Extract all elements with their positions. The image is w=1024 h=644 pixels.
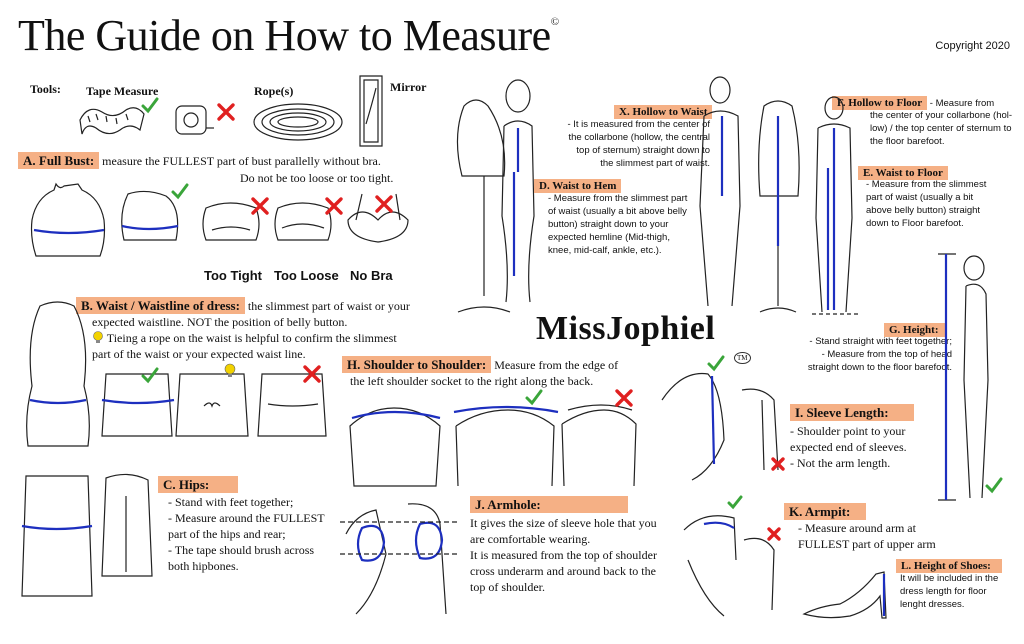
rope-icon bbox=[253, 103, 343, 141]
waist-hem-title: D. Waist to Hem bbox=[534, 179, 622, 193]
mirror-label: Mirror bbox=[390, 80, 427, 94]
cross-icon bbox=[217, 103, 235, 121]
cross-icon bbox=[251, 197, 269, 215]
shoes-heading: L. Height of Shoes: bbox=[896, 556, 1002, 574]
check-icon bbox=[141, 367, 159, 384]
waist-note-1: expected waistline. NOT the position of … bbox=[92, 315, 348, 329]
check-icon bbox=[141, 97, 159, 114]
armpit-figures bbox=[683, 515, 775, 617]
full-bust-heading: A. Full Bust: measure the FULLEST part o… bbox=[18, 152, 381, 169]
check-icon bbox=[707, 355, 725, 372]
hollow-floor-title: F. Hollow to Floor bbox=[832, 96, 928, 110]
sleeve-title: I. Sleeve Length: bbox=[790, 404, 914, 421]
waist-heading: B. Waist / Waistline of dress: the slimm… bbox=[76, 297, 410, 314]
front-body-figures bbox=[699, 76, 800, 313]
shoulder-title: H. Shoulder to Shoulder: bbox=[342, 356, 492, 373]
check-icon bbox=[727, 495, 743, 510]
armpit-heading: K. Armpit: bbox=[784, 503, 866, 521]
waist-hem-heading: D. Waist to Hem bbox=[534, 176, 622, 194]
female-body-figure bbox=[501, 79, 535, 303]
tools-label: Tools: bbox=[30, 82, 61, 96]
lightbulb-icon bbox=[224, 363, 236, 377]
hollow-waist-title: X. Hollow to Waist bbox=[614, 105, 713, 119]
hollow-floor-text: the center of your collarbone (hol-low) … bbox=[870, 110, 1013, 147]
sleeve-heading: I. Sleeve Length: bbox=[790, 404, 914, 422]
waist-floor-heading: E. Waist to Floor bbox=[858, 163, 948, 181]
shoes-title: L. Height of Shoes: bbox=[896, 559, 1002, 573]
height-title: G. Height: bbox=[884, 323, 946, 337]
rope-label: Rope(s) bbox=[254, 84, 294, 98]
height-figure bbox=[938, 253, 989, 501]
armhole-text: It gives the size of sleeve hole that yo… bbox=[470, 516, 657, 594]
brand-logo: MissJophiel bbox=[536, 310, 716, 347]
copyright-mark: © bbox=[550, 16, 559, 28]
hollow-waist-heading: X. Hollow to Waist bbox=[614, 102, 713, 120]
check-icon bbox=[985, 477, 1003, 494]
check-icon bbox=[525, 389, 543, 406]
cross-icon bbox=[375, 195, 393, 213]
hips-title: C. Hips: bbox=[158, 476, 238, 493]
armpit-title: K. Armpit: bbox=[784, 503, 866, 520]
hollow-floor-heading: F. Hollow to Floor - Measure from bbox=[832, 94, 994, 110]
hips-figure bbox=[21, 473, 153, 597]
armhole-title: J. Armhole: bbox=[470, 496, 628, 513]
armhole-figures bbox=[340, 503, 460, 615]
high-heel-shoe-icon bbox=[802, 571, 887, 619]
cross-icon bbox=[767, 527, 781, 541]
tape-measure-icon bbox=[175, 105, 214, 135]
shoulder-figures bbox=[349, 404, 637, 487]
copyright-text: Copyright 2020 bbox=[935, 40, 1010, 52]
no-bra-label: No Bra bbox=[350, 268, 393, 283]
page-title: The Guide on How to Measure© bbox=[18, 11, 559, 60]
too-loose-label: Too Loose bbox=[274, 268, 339, 283]
waist-figures bbox=[26, 301, 327, 447]
cross-icon bbox=[303, 365, 321, 383]
lightbulb-icon bbox=[93, 331, 103, 343]
hips-text: - Stand with feet together;- Measure aro… bbox=[168, 495, 325, 573]
waist-title: B. Waist / Waistline of dress: bbox=[76, 297, 245, 314]
full-bust-note: Do not be too loose or too tight. bbox=[240, 171, 394, 185]
check-icon bbox=[171, 183, 189, 200]
waist-floor-title: E. Waist to Floor bbox=[858, 166, 948, 180]
too-tight-label: Too Tight bbox=[204, 268, 262, 283]
hollow-floor-figure bbox=[812, 96, 858, 315]
full-bust-figures bbox=[30, 182, 409, 257]
full-bust-title: A. Full Bust: bbox=[18, 152, 100, 169]
mirror-icon bbox=[359, 75, 383, 147]
tape-measure-icon bbox=[79, 107, 145, 135]
height-heading: G. Height: bbox=[884, 320, 946, 338]
waist-note-3: part of the waist or your expected waist… bbox=[92, 347, 306, 361]
cross-icon bbox=[615, 389, 633, 407]
cross-icon bbox=[325, 197, 343, 215]
tape-measure-label: Tape Measure bbox=[86, 84, 159, 98]
armhole-heading: J. Armhole: bbox=[470, 496, 628, 514]
shoulder-note: the left shoulder socket to the right al… bbox=[350, 374, 594, 388]
shoulder-heading: H. Shoulder to Shoulder: Measure from th… bbox=[342, 356, 618, 373]
height-text: - Stand straight with feet together;- Me… bbox=[807, 336, 952, 373]
cross-icon bbox=[771, 457, 785, 471]
sleeve-figures bbox=[661, 372, 779, 481]
hips-heading: C. Hips: bbox=[158, 476, 238, 494]
waist-note-2: Tieing a rope on the waist is helpful to… bbox=[92, 330, 397, 346]
brand-trademark: TM bbox=[734, 352, 751, 364]
